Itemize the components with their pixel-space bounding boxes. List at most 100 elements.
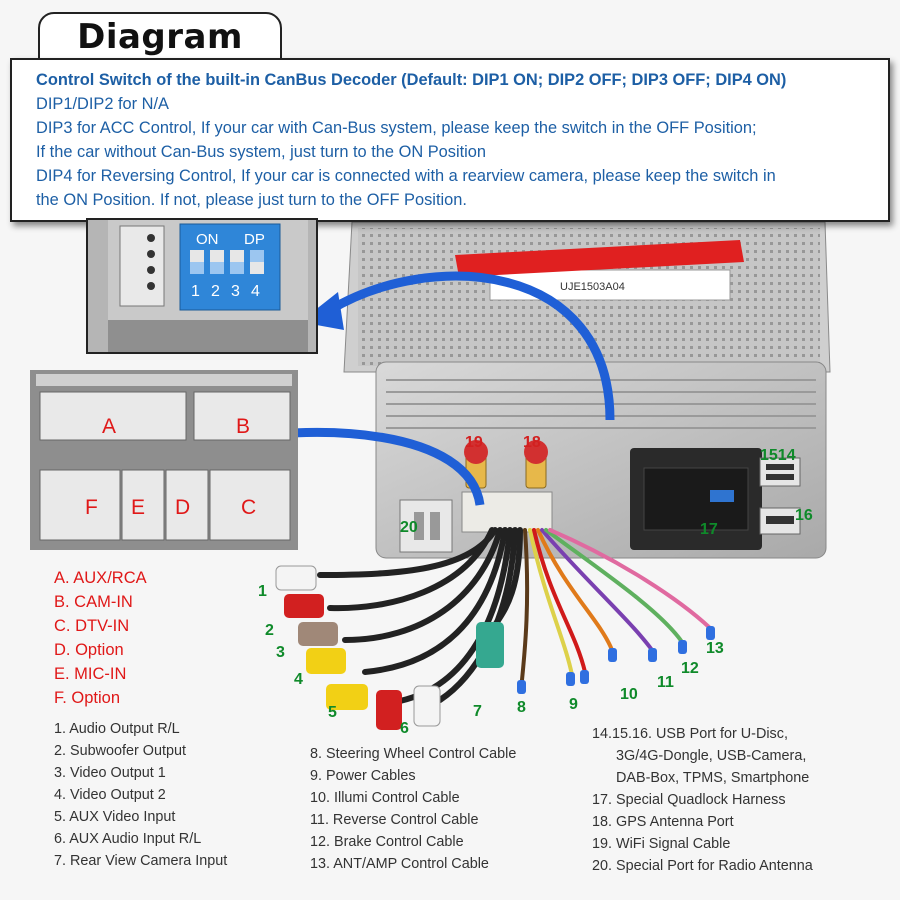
cable-bundle	[317, 527, 712, 705]
list-item: 19. WiFi Signal Cable	[592, 836, 731, 852]
list-item: 3G/4G-Dongle, USB-Camera,	[616, 748, 807, 764]
dip-switch-inset: ON DP 1 2 3 4	[86, 218, 318, 354]
page-title: Diagram	[77, 17, 243, 57]
callout-5: 5	[328, 704, 337, 721]
connector-label-c: C	[241, 496, 256, 519]
head-unit: UJE1503A04	[343, 221, 831, 559]
list-item: 10. Illumi Control Cable	[310, 790, 460, 806]
legend-item: F. Option	[54, 689, 121, 707]
list-item: 18. GPS Antenna Port	[592, 814, 734, 830]
legend-item: B. CAM-IN	[54, 593, 133, 611]
rca-plug-4-yellow	[306, 648, 346, 674]
rca-plug-3-brown	[298, 622, 338, 646]
list-item: 8. Steering Wheel Control Cable	[310, 746, 517, 762]
dip-number-2: 2	[211, 283, 220, 300]
list-item: 1. Audio Output R/L	[54, 721, 180, 737]
callout-8: 8	[517, 699, 526, 716]
connector-e	[121, 469, 165, 541]
info-line: DIP1/DIP2 for N/A	[36, 95, 169, 113]
list-item: 7. Rear View Camera Input	[54, 853, 228, 869]
legend-item: C. DTV-IN	[54, 617, 130, 635]
rca-plug-1-white	[275, 565, 317, 591]
callout-15-14: 1514	[760, 447, 796, 464]
dip-number-4: 4	[251, 283, 260, 300]
dip-on-label: ON	[196, 231, 219, 248]
connector-b	[193, 391, 291, 441]
callout-6: 6	[400, 720, 409, 737]
callout-9: 9	[569, 696, 578, 713]
connector-label-d: D	[175, 496, 190, 519]
connector-label-b: B	[236, 415, 250, 438]
arrow-to-dip-switch	[327, 271, 615, 421]
callout-2: 2	[265, 622, 274, 639]
callout-20: 20	[400, 519, 418, 536]
list-item: 9. Power Cables	[310, 768, 416, 784]
callout-1: 1	[258, 583, 267, 600]
callout-12: 12	[681, 660, 699, 677]
callout-10: 10	[620, 686, 638, 703]
list-item: 11. Reverse Control Cable	[310, 812, 479, 828]
info-line: the ON Position. If not, please just tur…	[36, 191, 467, 209]
info-heading: Control Switch of the built-in CanBus De…	[36, 71, 787, 89]
legend-item: A. AUX/RCA	[54, 569, 147, 587]
connector-inset: A B F E D C	[30, 370, 298, 550]
list-item: DAB-Box, TPMS, Smartphone	[616, 770, 810, 786]
canbus-info-box: Control Switch of the built-in CanBus De…	[10, 58, 890, 222]
list-item: 2. Subwoofer Output	[54, 743, 186, 759]
callout-19: 19	[465, 434, 483, 451]
callout-7: 7	[473, 703, 482, 720]
label-sticker	[489, 269, 731, 301]
rca-plugs	[275, 565, 715, 730]
callout-13: 13	[706, 640, 724, 657]
cable-list-col-2: 8. Steering Wheel Control Cable 9. Power…	[310, 743, 516, 875]
list-item: 20. Special Port for Radio Antenna	[592, 858, 813, 874]
dip-number-3: 3	[231, 283, 240, 300]
list-item: 12. Brake Control Cable	[310, 834, 464, 850]
callout-3: 3	[276, 644, 285, 661]
rca-plug-6-red	[376, 690, 402, 730]
connector-graphic: A B F E D C	[30, 370, 298, 550]
list-item: 6. AUX Audio Input R/L	[54, 831, 202, 847]
list-item: 5. AUX Video Input	[54, 809, 176, 825]
list-item: 14.15.16. USB Port for U-Disc,	[592, 726, 788, 742]
connector-label-a: A	[102, 415, 116, 438]
info-line: If the car without Can-Bus system, just …	[36, 143, 487, 161]
connector-f	[39, 469, 121, 541]
list-item: 17. Special Quadlock Harness	[592, 792, 786, 808]
connector-label-e: E	[131, 496, 145, 519]
callout-18: 18	[523, 434, 541, 451]
list-item: 4. Video Output 2	[54, 787, 166, 803]
callout-numbers: 1 2 3 4 5 6 7 8 9 10 11 12 13 1514 16 17…	[258, 434, 813, 737]
info-line: DIP3 for ACC Control, If your car with C…	[36, 119, 757, 137]
legend-item: D. Option	[54, 641, 124, 659]
callout-16: 16	[795, 507, 813, 524]
usb-port-15-14	[759, 457, 801, 487]
callout-4: 4	[294, 671, 303, 688]
connector-d	[165, 469, 209, 541]
connector-label-f: F	[85, 496, 98, 519]
dip-number-1: 1	[191, 283, 200, 300]
callout-17: 17	[700, 521, 718, 538]
rca-plug-2-red	[284, 594, 324, 618]
cable-list-col-3: 14.15.16. USB Port for U-Disc, 3G/4G-Don…	[592, 723, 813, 877]
connector-a	[39, 391, 187, 441]
rca-plug-5-yellow	[326, 684, 368, 710]
list-item: 3. Video Output 1	[54, 765, 166, 781]
info-line: DIP4 for Reversing Control, If your car …	[36, 167, 776, 185]
radio-antenna-port	[399, 499, 453, 553]
title-tab: Diagram	[38, 12, 282, 62]
connector-legend: A. AUX/RCA B. CAM-IN C. DTV-IN D. Option…	[54, 566, 147, 710]
list-item: 13. ANT/AMP Control Cable	[310, 856, 489, 872]
sticker-code: UJE1503A04	[560, 281, 625, 293]
connector-c	[209, 469, 291, 541]
rca-plug-7-green	[476, 622, 504, 668]
dip-switch-graphic: ON DP 1 2 3 4	[88, 220, 316, 352]
dip-dp-label: DP	[244, 231, 265, 248]
rca-plug-6-white	[413, 685, 441, 727]
callout-11: 11	[657, 674, 674, 691]
warning-strip	[455, 240, 744, 277]
legend-item: E. MIC-IN	[54, 665, 127, 683]
cable-list-col-1: 1. Audio Output R/L 2. Subwoofer Output …	[54, 718, 227, 872]
